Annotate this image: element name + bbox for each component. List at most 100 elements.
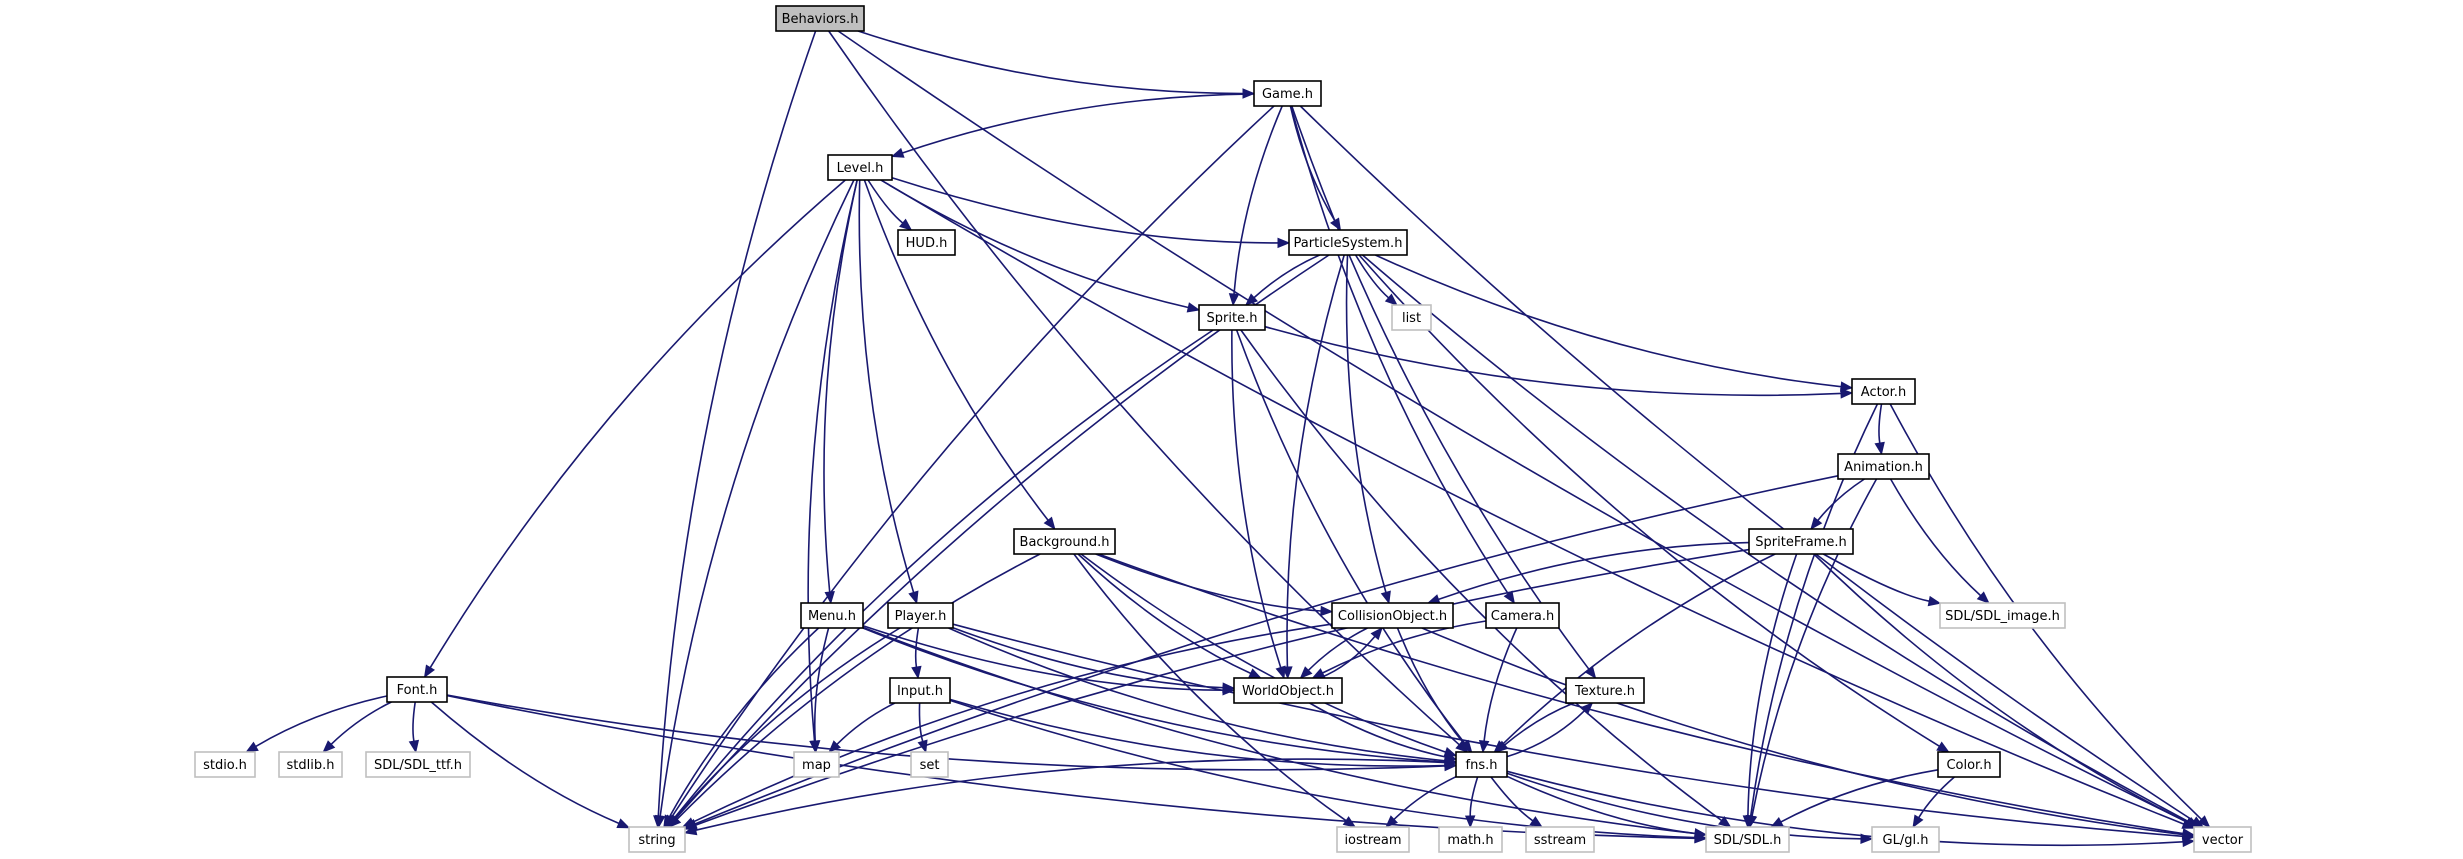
node-box[interactable] xyxy=(1485,602,1560,629)
node-box[interactable] xyxy=(1565,677,1645,704)
node-game-h[interactable]: Game.h xyxy=(1253,80,1322,107)
edge-collisionobject-h-to-worldobject-h xyxy=(1307,627,1368,671)
node-box[interactable] xyxy=(1198,304,1266,331)
node-box[interactable] xyxy=(386,676,448,703)
edge-fns-h-to-texture-h xyxy=(1506,710,1586,758)
node-string: string xyxy=(628,826,686,853)
node-box[interactable] xyxy=(827,154,893,181)
edge-level-h-to-menu-h xyxy=(823,179,858,593)
edge-particlesystem-h-to-actor-h xyxy=(1374,254,1842,388)
edge-level-h-to-vector xyxy=(880,179,2185,825)
node-box xyxy=(1391,304,1432,331)
arrowhead-font-h-to-stdio-h xyxy=(245,741,259,753)
node-behaviors-h[interactable]: Behaviors.h xyxy=(775,5,865,32)
node-animation-h[interactable]: Animation.h xyxy=(1837,453,1930,480)
node-actor-h[interactable]: Actor.h xyxy=(1851,378,1916,405)
node-box[interactable] xyxy=(897,229,956,256)
edge-collisionobject-h-to-vector xyxy=(1421,627,2184,836)
edge-sprite-h-to-sdl-sdl-h xyxy=(1240,329,1723,822)
node-menu-h[interactable]: Menu.h xyxy=(800,602,864,629)
node-label: list xyxy=(1402,311,1421,326)
node-box[interactable] xyxy=(1851,378,1916,405)
node-background-h[interactable]: Background.h xyxy=(1013,528,1116,555)
node-level-h[interactable]: Level.h xyxy=(827,154,893,181)
edge-sprite-h-to-string xyxy=(673,329,1214,819)
node-box xyxy=(1871,826,1940,853)
arrowhead-level-h-to-particlesystem-h xyxy=(1277,237,1291,249)
node-box[interactable] xyxy=(775,5,865,32)
edge-background-h-to-fns-h xyxy=(1080,553,1446,753)
edge-particlesystem-h-to-collisionobject-h xyxy=(1345,254,1387,593)
edge-level-h-to-background-h xyxy=(863,179,1049,521)
node-box[interactable] xyxy=(1288,229,1408,256)
arrowhead-particlesystem-h-to-sprite-h xyxy=(1244,293,1258,306)
edge-worldobject-h-to-fns-h xyxy=(1309,702,1446,758)
node-box[interactable] xyxy=(887,602,954,629)
edge-particlesystem-h-to-worldobject-h xyxy=(1286,254,1345,668)
edge-menu-h-to-fns-h xyxy=(862,627,1446,763)
node-spriteframe-h[interactable]: SpriteFrame.h xyxy=(1748,528,1854,555)
arrowhead-color-h-to-sdl-sdl-h xyxy=(1770,817,1784,828)
node-worldobject-h[interactable]: WorldObject.h xyxy=(1233,677,1343,704)
node-box[interactable] xyxy=(1837,453,1930,480)
arrowhead-sprite-h-to-actor-h xyxy=(1840,388,1854,399)
node-fns-h[interactable]: fns.h xyxy=(1455,751,1508,778)
edge-font-h-to-stdlib-h xyxy=(330,701,392,745)
arrowhead-animation-h-to-sdl-sdl-image-h xyxy=(1976,591,1990,604)
node-sprite-h[interactable]: Sprite.h xyxy=(1198,304,1266,331)
arrowhead-particlesystem-h-to-actor-h xyxy=(1840,381,1854,392)
edge-player-h-to-vector xyxy=(952,623,2184,838)
edge-fns-h-to-math-h xyxy=(1469,776,1479,817)
node-iostream: iostream xyxy=(1336,826,1410,853)
node-texture-h[interactable]: Texture.h xyxy=(1565,677,1645,704)
node-font-h[interactable]: Font.h xyxy=(386,676,448,703)
arrowhead-collisionobject-h-to-string xyxy=(681,817,696,828)
node-box xyxy=(1525,826,1595,853)
node-camera-h[interactable]: Camera.h xyxy=(1485,602,1560,629)
arrowhead-player-h-to-input-h xyxy=(911,665,922,680)
arrowhead-particlesystem-h-to-collisionobject-h xyxy=(1380,590,1391,605)
edge-player-h-to-fns-h xyxy=(948,627,1446,762)
node-hud-h[interactable]: HUD.h xyxy=(897,229,956,256)
node-box[interactable] xyxy=(1748,528,1854,555)
arrowhead-input-h-to-set xyxy=(917,739,928,754)
arrowhead-fns-h-to-string xyxy=(683,825,698,836)
node-collisionobject-h[interactable]: CollisionObject.h xyxy=(1331,602,1454,629)
node-box xyxy=(365,751,471,778)
node-particlesystem-h[interactable]: ParticleSystem.h xyxy=(1288,229,1408,256)
edge-behaviors-h-to-game-h xyxy=(857,30,1244,95)
arrowhead-level-h-to-hud-h xyxy=(899,218,913,231)
node-box xyxy=(1705,826,1790,853)
node-box[interactable] xyxy=(1233,677,1343,704)
edge-animation-h-to-sdl-sdl-h xyxy=(1751,478,1878,817)
node-box[interactable] xyxy=(1331,602,1454,629)
node-label: stdio.h xyxy=(203,758,247,773)
edge-spriteframe-h-to-sdl-sdl-h xyxy=(1747,553,1798,817)
node-color-h[interactable]: Color.h xyxy=(1937,751,2001,778)
node-box xyxy=(194,751,256,778)
node-label: SDL/SDL_ttf.h xyxy=(374,758,462,773)
node-box[interactable] xyxy=(1455,751,1508,778)
node-box xyxy=(793,751,840,778)
arrowhead-fns-h-to-texture-h xyxy=(1580,702,1594,715)
edge-fns-h-to-vector xyxy=(1506,770,2184,847)
node-player-h[interactable]: Player.h xyxy=(887,602,954,629)
edge-color-h-to-sdl-sdl-h xyxy=(1780,769,1939,823)
node-box[interactable] xyxy=(1253,80,1322,107)
edge-background-h-to-string xyxy=(676,553,1041,820)
arrowhead-background-h-to-collisionobject-h xyxy=(1320,605,1334,617)
edge-sprite-h-to-actor-h xyxy=(1264,325,1842,397)
node-map: map xyxy=(793,751,840,778)
node-box[interactable] xyxy=(889,677,951,704)
node-label: Background.h xyxy=(1020,535,1110,550)
arrowhead-player-h-to-worldobject-h xyxy=(1222,682,1236,693)
edge-sprite-h-to-fns-h xyxy=(1235,329,1466,744)
node-label: HUD.h xyxy=(906,236,948,251)
edge-player-h-to-worldobject-h xyxy=(952,626,1224,689)
node-label: CollisionObject.h xyxy=(1338,609,1447,624)
node-box[interactable] xyxy=(1937,751,2001,778)
edge-fns-h-to-iostream xyxy=(1393,775,1457,820)
node-input-h[interactable]: Input.h xyxy=(889,677,951,704)
node-box[interactable] xyxy=(800,602,864,629)
node-box[interactable] xyxy=(1013,528,1116,555)
